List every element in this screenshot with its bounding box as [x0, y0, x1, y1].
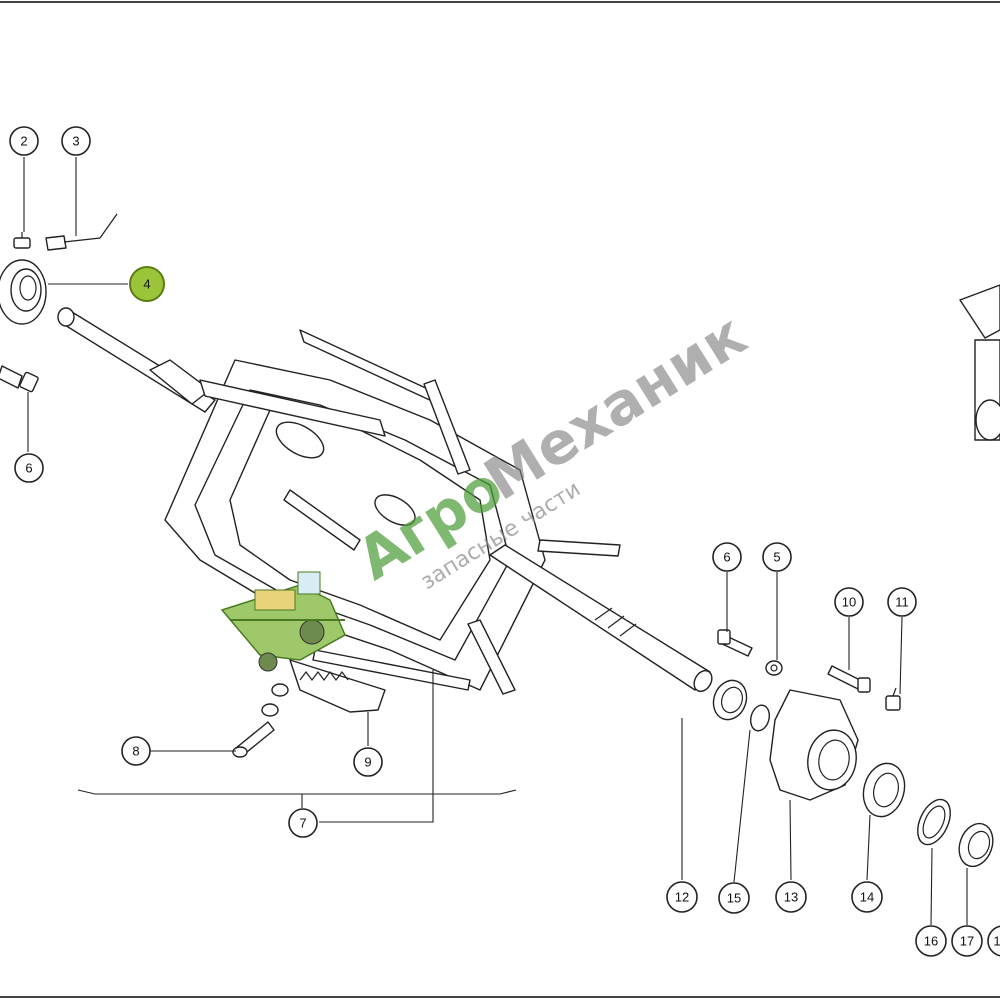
callout-11-label: 11 — [895, 595, 909, 610]
callout-6-right[interactable]: 6 — [712, 542, 742, 572]
part-6-bolt-left[interactable] — [0, 365, 39, 393]
part-14-bearing[interactable] — [858, 759, 911, 822]
callout-5[interactable]: 5 — [762, 542, 792, 572]
callout-16[interactable]: 16 — [915, 925, 947, 957]
callout-8[interactable]: 8 — [121, 736, 151, 766]
callout-8-label: 8 — [132, 744, 139, 759]
callout-partial-right[interactable]: 1 — [987, 925, 1000, 957]
part-2-grease-nipple[interactable] — [13, 232, 31, 249]
part-9-knife[interactable] — [289, 659, 386, 713]
part-3-grease-pipe[interactable] — [45, 213, 118, 251]
callout-13-label: 13 — [784, 890, 798, 905]
callout-7-label: 7 — [299, 816, 306, 831]
callout-12-label: 12 — [675, 890, 689, 905]
callout-9-label: 9 — [364, 755, 371, 770]
callout-7[interactable]: 7 — [288, 808, 318, 838]
callout-17[interactable]: 17 — [951, 925, 983, 957]
part-12-seal-ring[interactable] — [708, 676, 752, 725]
part-15-circlip[interactable] — [748, 703, 772, 733]
callout-15-label: 15 — [727, 891, 741, 906]
callout-4-highlighted[interactable]: 4 — [129, 266, 165, 302]
callout-10-label: 10 — [842, 595, 856, 610]
callout-partial-label: 1 — [993, 934, 1000, 949]
part-11-grease-fitting[interactable] — [885, 687, 901, 711]
part-6-bolt-right[interactable] — [717, 629, 753, 657]
gearbox-fragment — [959, 284, 1000, 441]
leader-lines — [23, 157, 968, 926]
part-17-bushing[interactable] — [953, 819, 998, 871]
callout-6-left[interactable]: 6 — [14, 453, 44, 483]
callout-2-label: 2 — [20, 134, 27, 149]
callout-10[interactable]: 10 — [834, 587, 864, 617]
callout-12[interactable]: 12 — [666, 881, 698, 913]
part-8-screw[interactable] — [232, 721, 275, 758]
callout-15[interactable]: 15 — [718, 882, 750, 914]
callout-5-label: 5 — [773, 550, 780, 565]
callout-17-label: 17 — [960, 934, 974, 949]
callout-16-label: 16 — [924, 934, 938, 949]
callout-11[interactable]: 11 — [887, 587, 917, 617]
callout-13[interactable]: 13 — [775, 881, 807, 913]
callout-3-label: 3 — [72, 134, 79, 149]
harvester-logo — [220, 571, 346, 672]
part-16-retaining-ring[interactable] — [911, 794, 957, 849]
callout-9[interactable]: 9 — [353, 747, 383, 777]
callout-2[interactable]: 2 — [9, 126, 39, 156]
part-5-washer[interactable] — [765, 660, 783, 676]
nut-washer-stack[interactable] — [261, 683, 289, 717]
callout-14-label: 14 — [860, 890, 874, 905]
part-10-bolt[interactable] — [827, 665, 871, 693]
callout-14[interactable]: 14 — [851, 881, 883, 913]
watermark-brand-part2: Механик — [473, 300, 758, 513]
part-13-bearing-housing[interactable] — [769, 689, 861, 801]
callout-4-label: 4 — [143, 277, 150, 292]
callout-3[interactable]: 3 — [61, 126, 91, 156]
part-4-bearing-flange[interactable] — [0, 259, 47, 325]
part-7-rotor-assembly[interactable] — [57, 307, 715, 695]
callout-6-left-label: 6 — [25, 461, 32, 476]
callout-6-right-label: 6 — [723, 550, 730, 565]
